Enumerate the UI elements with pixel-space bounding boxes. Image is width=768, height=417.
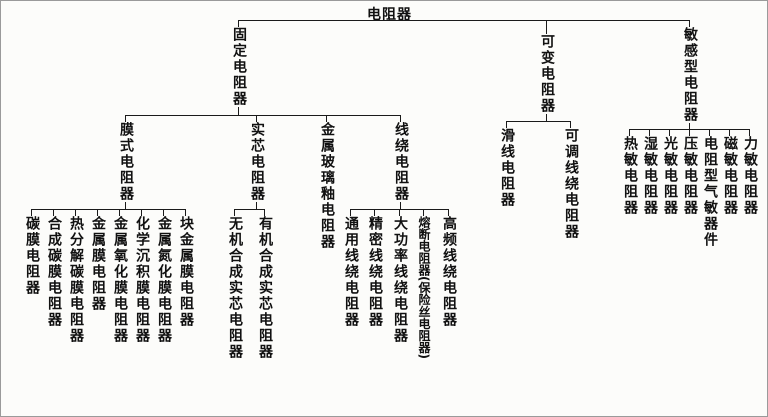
node-force-sensitive-resistor: 力敏电阻器 xyxy=(742,136,758,216)
node-slide-wire-resistor: 滑线电阻器 xyxy=(499,128,515,208)
node-fixed-resistor: 固定电阻器 xyxy=(231,27,247,107)
connector-line xyxy=(709,129,710,136)
connector-line xyxy=(31,209,185,210)
node-metal-oxide-film-resistor: 金属氧化膜电阻器 xyxy=(112,216,128,344)
connector-line xyxy=(125,202,126,209)
node-pyrolytic-carbon-film-resistor: 热分解碳膜电阻器 xyxy=(68,216,84,344)
connector-line xyxy=(163,209,164,216)
node-wirewound-resistor: 线绕电阻器 xyxy=(393,122,409,202)
connector-line xyxy=(506,121,570,122)
node-root: 电阻器 xyxy=(367,7,412,23)
connector-line xyxy=(97,209,98,216)
node-gas-sensitive-device: 电阻型气敏器件 xyxy=(702,136,718,248)
node-chemical-deposition-film-resistor: 化学沉积膜电阻器 xyxy=(134,216,150,344)
connector-line xyxy=(75,209,76,216)
connector-line xyxy=(256,202,257,209)
node-metal-film-resistor: 金属膜电阻器 xyxy=(90,216,106,312)
connector-line xyxy=(234,209,235,216)
connector-line xyxy=(506,121,507,128)
connector-line xyxy=(125,115,400,116)
connector-line xyxy=(400,202,401,209)
connector-line xyxy=(141,209,142,216)
connector-line xyxy=(423,209,424,216)
node-sensitive-resistor: 敏感型电阻器 xyxy=(682,27,698,123)
connector-line xyxy=(669,129,670,136)
node-thermistor: 热敏电阻器 xyxy=(622,136,638,216)
node-variable-resistor: 可变电阻器 xyxy=(539,34,555,114)
node-high-frequency-wirewound-resistor: 高频线绕电阻器 xyxy=(441,216,457,328)
connector-line xyxy=(570,121,571,128)
node-inorganic-solid-core-resistor: 无机合成实芯电阻器 xyxy=(227,216,243,360)
node-high-power-wirewound-resistor: 大功率线绕电阻器 xyxy=(392,216,408,344)
node-adjustable-wirewound-resistor: 可调线绕电阻器 xyxy=(563,128,579,240)
node-precision-wirewound-resistor: 精密线绕电阻器 xyxy=(367,216,383,328)
node-magnetic-sensitive-resistor: 磁敏电阻器 xyxy=(722,136,738,216)
connector-line xyxy=(546,114,547,121)
connector-line xyxy=(238,20,239,27)
connector-line xyxy=(31,209,32,216)
connector-line xyxy=(546,20,547,34)
connector-line xyxy=(689,123,690,129)
connector-line xyxy=(234,209,264,210)
connector-line xyxy=(729,129,730,136)
connector-line xyxy=(264,209,265,216)
connector-line xyxy=(125,115,126,122)
connector-line xyxy=(689,20,690,27)
connector-line xyxy=(749,129,750,136)
node-humidity-sensitive-resistor: 湿敏电阻器 xyxy=(642,136,658,216)
connector-line xyxy=(238,20,689,21)
node-film-resistor: 膜式电阻器 xyxy=(118,122,134,202)
node-bulk-metal-film-resistor: 块金属膜电阻器 xyxy=(178,216,194,328)
node-carbon-film-resistor: 碳膜电阻器 xyxy=(24,216,40,296)
connector-line xyxy=(119,209,120,216)
connector-line xyxy=(326,115,327,122)
node-general-wirewound-resistor: 通用线绕电阻器 xyxy=(343,216,359,328)
connector-line xyxy=(238,107,239,115)
node-fuse-resistor: 熔断电阻器(保险丝电阻器) xyxy=(417,216,431,359)
connector-line xyxy=(350,209,351,216)
node-voltage-sensitive-resistor: 压敏电阻器 xyxy=(682,136,698,216)
node-synthetic-carbon-film-resistor: 合成碳膜电阻器 xyxy=(46,216,62,328)
node-photo-sensitive-resistor: 光敏电阻器 xyxy=(662,136,678,216)
connector-line xyxy=(374,209,375,216)
connector-line xyxy=(256,115,257,122)
connector-line xyxy=(689,129,690,136)
connector-line xyxy=(399,209,400,216)
node-organic-solid-core-resistor: 有机合成实芯电阻器 xyxy=(257,216,273,360)
node-metal-nitride-film-resistor: 金属氮化膜电阻器 xyxy=(156,216,172,344)
connector-line xyxy=(53,209,54,216)
connector-line xyxy=(448,209,449,216)
node-solid-core-resistor: 实芯电阻器 xyxy=(249,122,265,202)
node-metal-glaze-resistor: 金属玻璃釉电阻器 xyxy=(319,122,335,250)
connector-line xyxy=(400,115,401,122)
connector-line xyxy=(649,129,650,136)
connector-line xyxy=(389,17,390,20)
connector-line xyxy=(185,209,186,216)
connector-line xyxy=(629,129,630,136)
